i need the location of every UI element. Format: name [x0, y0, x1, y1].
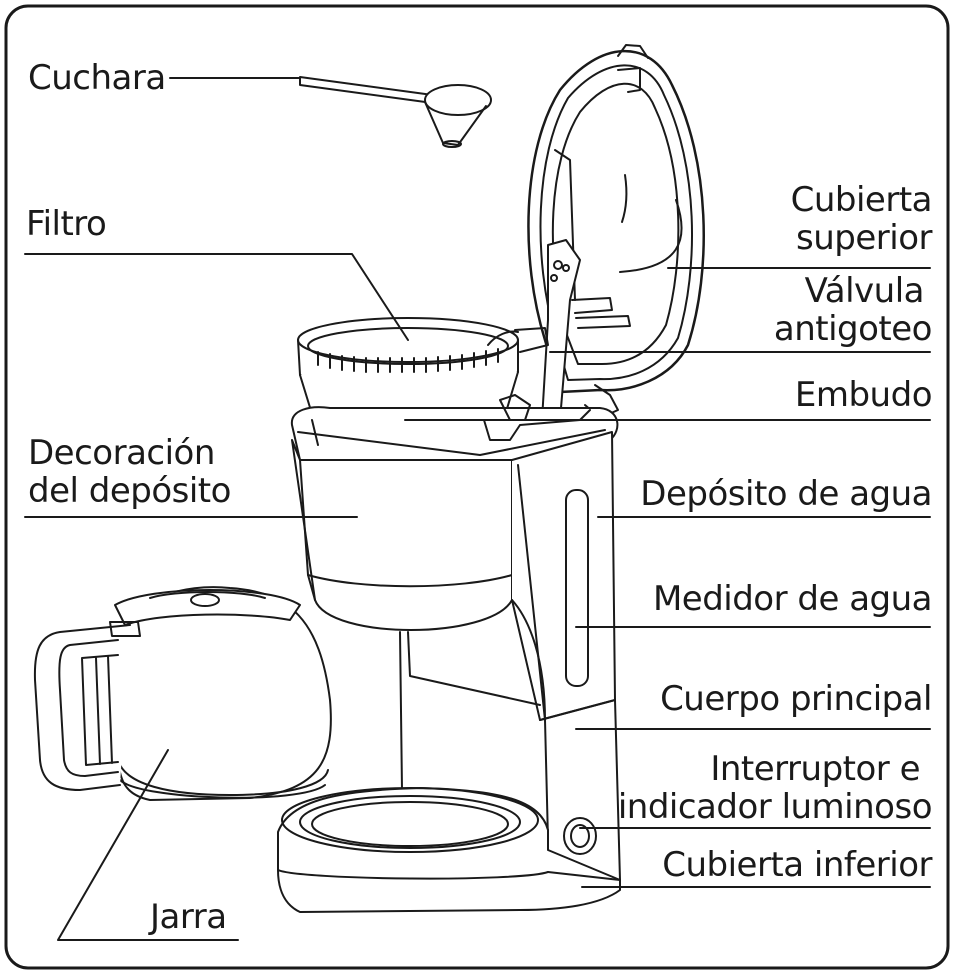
label-valvula-line2: antigoteo: [773, 309, 933, 349]
label-medidor-agua-text: Medidor de agua: [652, 579, 933, 619]
leader-lines: [24, 77, 931, 941]
carafe-drawing: [33, 586, 332, 801]
label-embudo-text: Embudo: [794, 375, 933, 415]
label-cubierta-inferior: Cubierta inferior: [662, 846, 932, 884]
label-interruptor-line2: indicador luminoso: [617, 787, 933, 827]
label-decoracion-deposito: Decoración del depósito: [28, 434, 231, 510]
label-interruptor-line1: Interruptor e: [710, 749, 920, 789]
tank-drawing: [290, 394, 621, 881]
label-cubierta-superior-line1: Cubierta: [790, 180, 933, 220]
label-embudo: Embudo: [794, 375, 933, 415]
label-filtro-text: Filtro: [26, 204, 107, 244]
label-cuchara-text: Cuchara: [28, 58, 166, 98]
leader-filtro: [24, 253, 409, 341]
label-decoracion-line2: del depósito: [28, 471, 231, 511]
label-deposito-agua-text: Depósito de agua: [640, 474, 932, 514]
label-deposito-agua: Depósito de agua: [640, 475, 932, 513]
label-cubierta-superior-line2: superior: [796, 218, 932, 258]
label-jarra-text: Jarra: [150, 897, 227, 937]
label-interruptor: Interruptor e indicador luminoso: [617, 749, 933, 827]
label-jarra: Jarra: [150, 898, 227, 936]
base-drawing: [277, 787, 621, 913]
label-valvula-line1: Válvula: [804, 271, 925, 311]
label-medidor-agua: Medidor de agua: [652, 579, 933, 619]
frame: [4, 4, 950, 970]
lid-drawing: [527, 44, 705, 421]
label-cubierta-superior: Cubierta superior: [790, 180, 933, 258]
label-filtro: Filtro: [26, 204, 107, 244]
label-cuerpo-principal-text: Cuerpo principal: [660, 679, 932, 719]
label-decoracion-line1: Decoración: [28, 433, 215, 473]
label-cuchara: Cuchara: [28, 59, 166, 97]
label-cubierta-inferior-text: Cubierta inferior: [662, 845, 932, 885]
leader-jarra: [57, 749, 239, 941]
label-cuerpo-principal: Cuerpo principal: [660, 680, 932, 718]
spoon-drawing: [299, 76, 492, 148]
label-valvula-antigoteo: Válvula antigoteo: [773, 271, 933, 349]
